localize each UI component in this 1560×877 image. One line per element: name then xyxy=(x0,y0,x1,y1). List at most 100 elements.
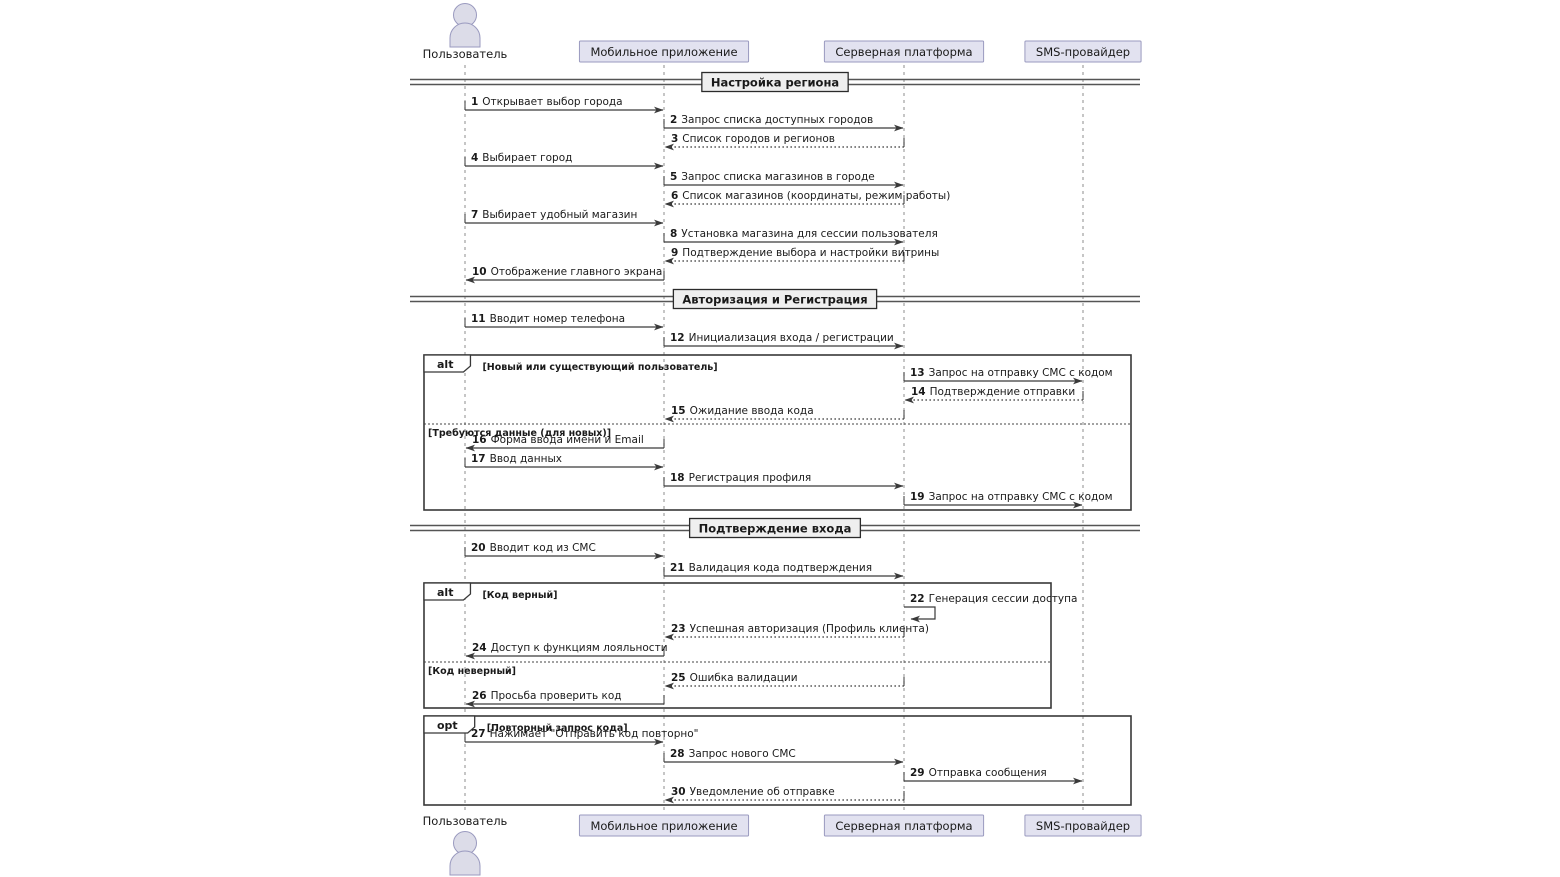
participant-box[interactable] xyxy=(823,814,985,837)
message-number: 6 xyxy=(671,190,678,202)
message-label: Выбирает удобный магазин xyxy=(482,209,637,221)
participant-label: Серверная платформа xyxy=(835,45,972,59)
message-self-arrow[interactable] xyxy=(904,606,936,623)
actor-foot-group-user[interactable]: Пользователь xyxy=(423,814,508,876)
message-number: 8 xyxy=(670,228,677,240)
message-label: Ошибка валидации xyxy=(690,672,798,684)
message-label: Регистрация профиля xyxy=(689,472,812,484)
message-number: 5 xyxy=(670,171,677,183)
participant-app[interactable]: Мобильное приложение xyxy=(578,40,750,63)
section-divider-sec1: Настройка региона xyxy=(410,71,1140,93)
fragment-guard-label: [Код верный] xyxy=(482,590,557,601)
actor-head-group-user[interactable]: Пользователь xyxy=(423,3,508,62)
message-label: Вводит номер телефона xyxy=(490,313,625,325)
fragment-operator-label: opt xyxy=(437,719,458,732)
actor-label-top: Пользователь xyxy=(423,47,508,61)
participant-label: SMS-провайдер xyxy=(1036,819,1130,833)
participant-sms[interactable]: SMS-провайдер xyxy=(1024,814,1142,837)
message-number: 18 xyxy=(670,472,685,484)
message-25[interactable]: 25 Ошибка валидации xyxy=(664,672,905,690)
message-number: 23 xyxy=(671,623,686,635)
message-label: Подтверждение отправки xyxy=(930,386,1076,398)
message-label: Инициализация входа / регистрации xyxy=(689,332,894,344)
message-number: 13 xyxy=(910,367,925,379)
message-number: 29 xyxy=(910,767,925,779)
section-label-box xyxy=(688,517,862,539)
section-divider-sec3: Подтверждение входа xyxy=(410,517,1140,539)
message-label: Подтверждение выбора и настройки витрины xyxy=(682,247,939,259)
message-label: Открывает выбор города xyxy=(482,96,622,108)
message-label: Доступ к функциям лояльности xyxy=(491,642,668,654)
message-14[interactable]: 14 Подтверждение отправки xyxy=(904,386,1084,404)
message-number: 14 xyxy=(911,386,926,398)
fragment-operator-box xyxy=(423,354,472,373)
participant-server[interactable]: Серверная платформа xyxy=(823,40,985,63)
message-number: 25 xyxy=(671,672,686,684)
fragments-layer: alt[Новый или существующий пользователь]… xyxy=(423,354,1132,806)
message-label: Запрос списка магазинов в городе xyxy=(681,171,874,183)
message-18[interactable]: 18 Регистрация профиля xyxy=(663,472,904,490)
section-label-box xyxy=(701,71,849,93)
participant-label: Мобильное приложение xyxy=(590,819,737,833)
participant-box[interactable] xyxy=(578,40,750,63)
message-label: Вводит код из СМС xyxy=(490,542,596,554)
fragment-operator-box xyxy=(423,715,476,734)
message-number: 16 xyxy=(472,434,487,446)
message-number: 17 xyxy=(471,453,486,465)
participant-app[interactable]: Мобильное приложение xyxy=(578,814,750,837)
message-label: Валидация кода подтверждения xyxy=(689,562,872,574)
participant-box[interactable] xyxy=(578,814,750,837)
section-label: Подтверждение входа xyxy=(699,522,852,536)
message-label: Отображение главного экрана xyxy=(491,266,663,278)
fragment-guard-label: [Новый или существующий пользователь] xyxy=(482,362,717,373)
message-label: Список городов и регионов xyxy=(682,133,835,145)
lifelines-layer xyxy=(464,65,1084,812)
message-label: Просьба проверить код xyxy=(491,690,622,702)
actor-body xyxy=(449,22,481,48)
message-number: 9 xyxy=(671,247,678,259)
message-9[interactable]: 9 Подтверждение выбора и настройки витрин… xyxy=(664,247,939,265)
message-label: Запрос нового СМС xyxy=(689,748,796,760)
message-number: 15 xyxy=(671,405,686,417)
participant-box[interactable] xyxy=(1024,814,1142,837)
message-number: 19 xyxy=(910,491,925,503)
message-20[interactable]: 20 Вводит код из СМС xyxy=(464,542,664,560)
message-3[interactable]: 3 Список городов и регионов xyxy=(664,133,905,151)
message-label: Нажимает "Отправить код повторно" xyxy=(490,728,699,740)
fragment-frag-alt-2: alt[Код верный][Код неверный] xyxy=(423,582,1052,709)
message-number: 3 xyxy=(671,133,678,145)
message-number: 20 xyxy=(471,542,486,554)
participant-label: Мобильное приложение xyxy=(590,45,737,59)
participant-server[interactable]: Серверная платформа xyxy=(823,814,985,837)
participant-box[interactable] xyxy=(1024,40,1142,63)
fragment-frag-alt-1: alt[Новый или существующий пользователь]… xyxy=(423,354,1132,511)
participant-sms[interactable]: SMS-провайдер xyxy=(1024,40,1142,63)
message-5[interactable]: 5 Запрос списка магазинов в городе xyxy=(663,171,904,189)
participant-box[interactable] xyxy=(823,40,985,63)
